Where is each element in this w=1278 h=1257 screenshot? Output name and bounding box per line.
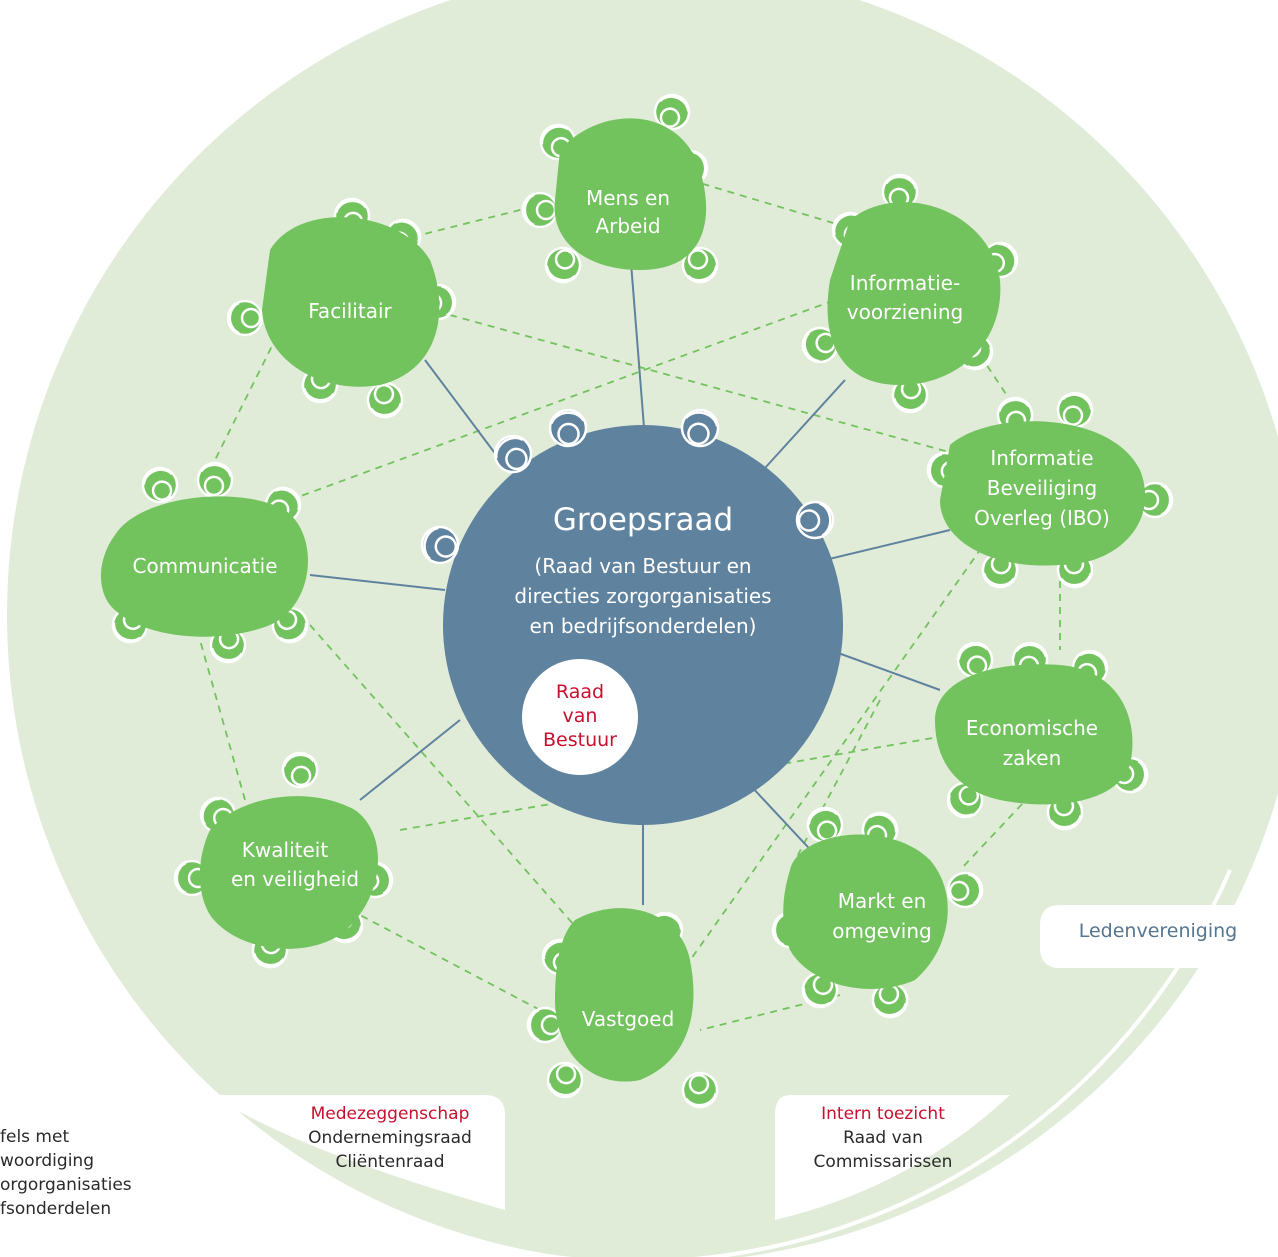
toezicht-line-1: Raad van [843,1128,923,1148]
table-informatievoorziening[interactable] [827,202,1001,385]
medezeggenschap-line-2: Cliëntenraad [335,1152,444,1172]
label-informatievoorziening-1: Informatie- [850,271,960,295]
table-facilitair[interactable] [262,217,440,387]
label-markt-en-omgeving-2: omgeving [832,919,931,943]
tables [100,118,1146,1082]
raad-van-bestuur-line-1: Raad [556,681,604,703]
raad-van-bestuur-line-3: Bestuur [543,729,617,751]
label-kwaliteit-2: en veiligheid [231,867,359,891]
table-ibo[interactable] [940,421,1146,566]
legend-line-2: woordiging [0,1151,94,1171]
table-economische-zaken[interactable] [935,664,1133,805]
table-communicatie[interactable] [100,496,308,637]
toezicht-box [775,1095,1010,1220]
raad-van-bestuur-line-2: van [563,705,598,727]
label-economische-zaken-2: zaken [1003,746,1062,770]
table-markt-en-omgeving[interactable] [783,834,948,989]
toezicht-heading: Intern toezicht [821,1104,945,1124]
background-circle-outline [509,869,1232,1257]
label-ibo-3: Overleg (IBO) [974,506,1110,530]
label-communicatie: Communicatie [132,554,277,578]
ledenvereniging-box [1040,905,1278,968]
raad-van-bestuur-circle[interactable] [522,659,638,775]
ledenvereniging-label: Ledenvereniging [1079,920,1238,942]
label-kwaliteit-1: Kwaliteit [242,838,329,862]
medezeggenschap-box [210,1095,505,1210]
table-vastgoed[interactable] [555,908,694,1082]
table-mens-en-arbeid[interactable] [554,118,707,270]
label-economische-zaken-1: Economische [966,716,1098,740]
toezicht-line-2: Commissarissen [814,1152,953,1172]
label-ibo-2: Beveiliging [987,476,1097,500]
legend-line-4: fsonderdelen [0,1199,111,1219]
label-mens-en-arbeid-1: Mens en [586,186,670,210]
table-kwaliteit[interactable] [199,796,378,949]
center-subtitle-line-3: en bedrijfsonderdelen) [530,614,757,638]
label-facilitair: Facilitair [308,299,392,323]
center-subtitle-line-1: (Raad van Bestuur en [534,554,751,578]
center-subtitle-line-2: directies zorgorganisaties [514,584,771,608]
label-markt-en-omgeving-1: Markt en [838,889,927,913]
label-vastgoed: Vastgoed [582,1007,675,1031]
legend-line-1: fels met [0,1127,69,1147]
label-informatievoorziening-2: voorziening [847,300,964,324]
center-title: Groepsraad [553,502,733,538]
legend-line-3: orgorganisaties [0,1175,132,1195]
label-mens-en-arbeid-2: Arbeid [595,214,660,238]
label-ibo-1: Informatie [990,446,1093,470]
medezeggenschap-heading: Medezeggenschap [311,1104,470,1124]
medezeggenschap-line-1: Ondernemingsraad [308,1128,472,1148]
